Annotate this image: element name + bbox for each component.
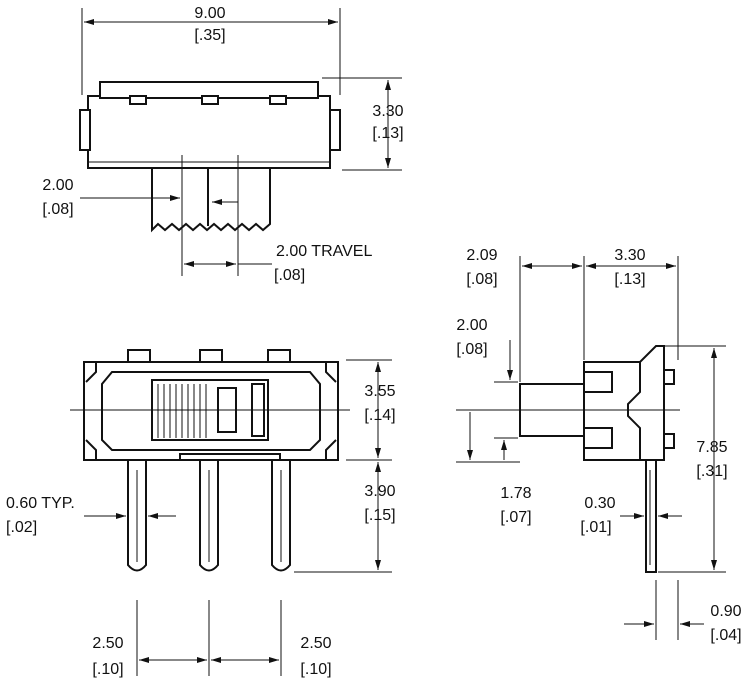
top-view-notch-1 — [129, 95, 147, 105]
top-height-mm: 3.30 — [372, 103, 403, 120]
side-actuator-h-mm: 1.78 — [500, 485, 531, 502]
pitch-left-mm: 2.50 — [92, 635, 123, 652]
top-width-inch: [.35] — [194, 27, 225, 44]
top-actuator-mm: 2.00 — [42, 177, 73, 194]
slider-grip — [157, 384, 207, 438]
top-view — [79, 8, 402, 276]
top-view-left-tab — [79, 109, 91, 151]
top-view-right-tab — [329, 109, 341, 151]
pitch-right-inch: [.10] — [300, 661, 331, 678]
pin-width-inch: [.02] — [6, 519, 37, 536]
side-view-pin — [645, 459, 657, 573]
front-body-height-inch: [.14] — [364, 407, 395, 424]
side-total-height-inch: [.31] — [696, 463, 727, 480]
pin-width-mm: 0.60 TYP. — [6, 495, 75, 512]
pitch-left-inch: [.10] — [92, 661, 123, 678]
dimension-labels: 9.00 [.35] 3.30 [.13] 2.00 [.08] 2.00 TR… — [6, 5, 742, 678]
side-view-bump-bottom — [663, 433, 675, 449]
travel-inch: [.08] — [274, 267, 305, 284]
side-actuator-w-inch: [.08] — [456, 341, 487, 358]
pitch-right-mm: 2.50 — [300, 635, 331, 652]
top-view-notch-2 — [201, 95, 219, 105]
side-actuator-len-inch: [.08] — [466, 271, 497, 288]
side-body-depth-inch: [.13] — [614, 271, 645, 288]
front-view-notch-1 — [127, 349, 151, 363]
front-view-notch-3 — [267, 349, 291, 363]
side-pin-thick-inch: [.01] — [580, 519, 611, 536]
top-view-body — [87, 95, 331, 169]
side-pin-offset-mm: 0.90 — [710, 603, 741, 620]
top-height-inch: [.13] — [372, 125, 403, 142]
side-pin-thick-mm: 0.30 — [584, 495, 615, 512]
front-view — [70, 349, 392, 676]
front-view-contact-bar — [179, 453, 281, 461]
side-actuator-h-inch: [.07] — [500, 509, 531, 526]
side-actuator-w-mm: 2.00 — [456, 317, 487, 334]
front-body-height-mm: 3.55 — [364, 383, 395, 400]
side-body-depth-mm: 3.30 — [614, 247, 645, 264]
side-view-body — [583, 345, 665, 461]
travel-mm: 2.00 TRAVEL — [276, 243, 372, 260]
front-pin-length-inch: [.15] — [364, 507, 395, 524]
side-view-bump-top — [663, 369, 675, 385]
top-actuator-inch: [.08] — [42, 201, 73, 218]
side-actuator-len-mm: 2.09 — [466, 247, 497, 264]
side-view — [456, 256, 726, 640]
front-pin-length-mm: 3.90 — [364, 483, 395, 500]
side-total-height-mm: 7.85 — [696, 439, 727, 456]
top-width-mm: 9.00 — [194, 5, 225, 22]
side-pin-offset-inch: [.04] — [710, 627, 741, 644]
top-view-actuator — [151, 167, 271, 233]
top-view-notch-3 — [269, 95, 287, 105]
front-view-notch-2 — [199, 349, 223, 363]
